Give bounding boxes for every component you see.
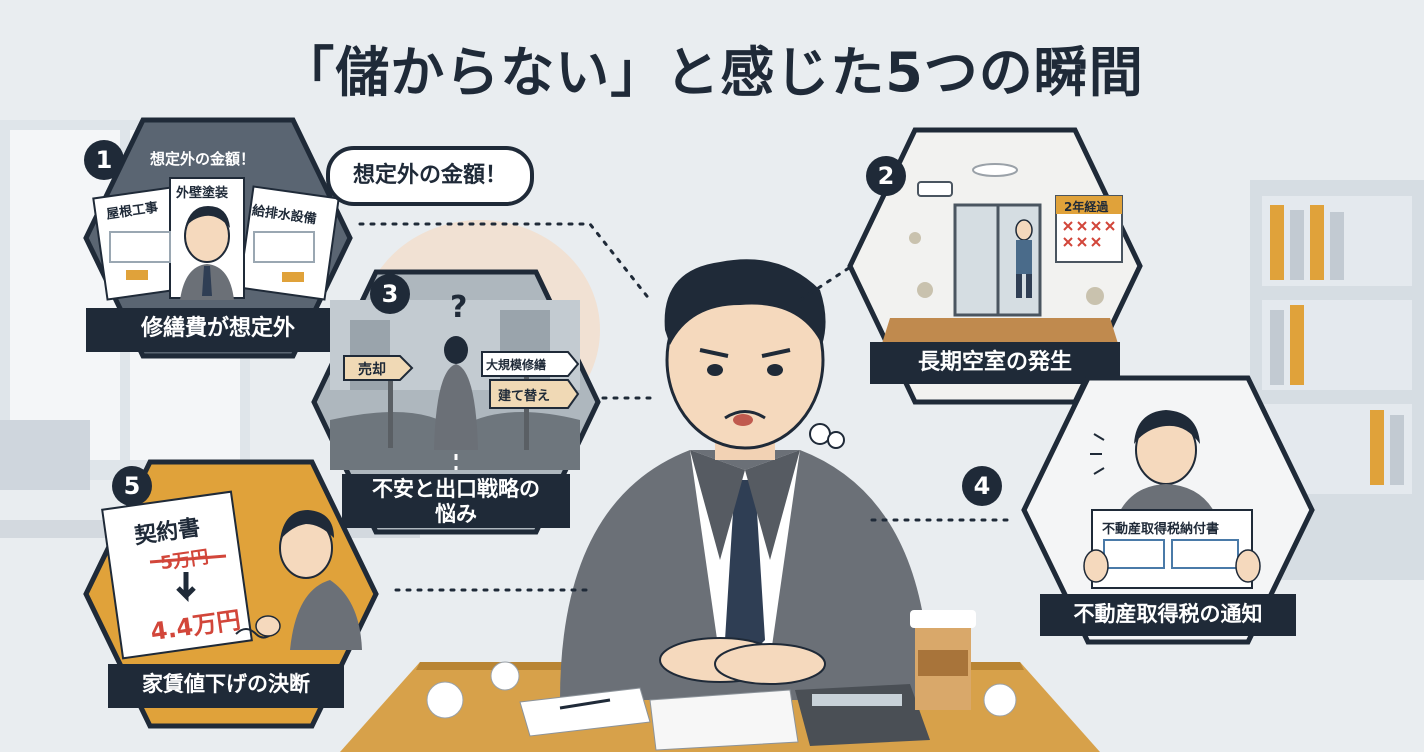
panel-1-label: 修繕費が想定外 xyxy=(140,316,295,341)
calendar-label: 2年経過 xyxy=(1064,200,1109,214)
question-mark: ? xyxy=(450,290,468,325)
sign-rebuild: 建て替え xyxy=(498,389,551,404)
panel-3-label-line1: 不安と出口戦略の xyxy=(372,477,540,501)
sign-sell: 売却 xyxy=(358,362,386,378)
panel-number-5: 5 xyxy=(112,466,152,506)
panel-vacancy xyxy=(847,127,1143,405)
panel-5-label: 家賃値下げの決断 xyxy=(142,672,310,696)
panel-number-2: 2 xyxy=(866,156,906,196)
panel-acquisition-tax xyxy=(1021,375,1315,645)
doc-exterior: 外壁塗装 xyxy=(176,186,229,201)
panel-exit-strategy xyxy=(311,269,601,535)
panel-repair-costs xyxy=(83,117,353,359)
sign-renovation: 大規模修繕 xyxy=(486,358,547,372)
panel-rent-reduction xyxy=(83,459,379,729)
tax-notice-title: 不動産取得税納付書 xyxy=(1102,522,1220,537)
panel-1-top-caption: 想定外の金額！ xyxy=(150,150,256,168)
panel-4-label: 不動産取得税の通知 xyxy=(1073,602,1263,626)
speech-bubble: 想定外の金額！ xyxy=(326,146,534,206)
panel-3-label-line2: 悩み xyxy=(435,502,477,526)
panel-2-label: 長期空室の発生 xyxy=(917,350,1072,375)
page-title: 「儲からない」と感じた5つの瞬間 xyxy=(280,41,1144,104)
panel-number-1: 1 xyxy=(84,140,124,180)
panel-number-3: 3 xyxy=(370,274,410,314)
panel-number-4: 4 xyxy=(962,466,1002,506)
